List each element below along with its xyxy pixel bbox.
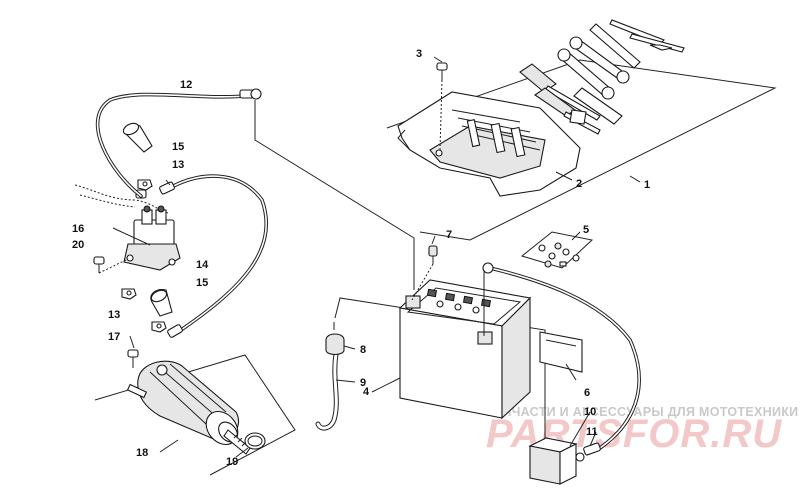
watermark-tagline: ЗАПЧАСТИ И АКСЕССУАРЫ ДЛЯ МОТОТЕХНИКИ <box>485 405 798 419</box>
callout-13-lower: 13 <box>108 309 120 321</box>
tools <box>519 19 685 135</box>
starter-cable-14 <box>159 174 269 338</box>
callout-12: 12 <box>180 79 192 91</box>
callout-9: 9 <box>360 377 366 389</box>
callout-14: 14 <box>196 259 209 271</box>
callout-4: 4 <box>363 386 370 398</box>
callout-17: 17 <box>108 331 120 343</box>
callout-20: 20 <box>72 239 84 251</box>
callout-18: 18 <box>136 447 148 459</box>
starter-solenoid <box>74 184 181 271</box>
terminal-boot-upper <box>122 122 153 153</box>
battery-label <box>539 331 583 373</box>
terminal-nut-starter <box>151 321 167 333</box>
starter-motor <box>94 354 296 476</box>
terminal-bolt <box>411 245 438 301</box>
terminal-boot-lower <box>150 289 173 317</box>
callout-11: 11 <box>586 426 598 438</box>
callout-13-upper: 13 <box>172 159 184 171</box>
terminal-nut-lower <box>121 288 137 300</box>
leader-lines <box>112 56 641 458</box>
callout-6: 6 <box>584 387 590 399</box>
callout-15-lower: 15 <box>196 277 208 289</box>
tool-tray <box>397 91 581 197</box>
battery-cable-12 <box>96 88 262 198</box>
callout-8: 8 <box>360 344 366 356</box>
solenoid-screw <box>93 256 127 274</box>
callout-15-upper: 15 <box>172 141 184 153</box>
ground-cable-10 <box>482 262 641 462</box>
starter-o-ring <box>244 432 266 450</box>
callout-5: 5 <box>583 224 589 236</box>
terminal-nut-upper <box>137 179 153 191</box>
callout-10: 10 <box>584 406 596 418</box>
tray-screw <box>436 62 448 151</box>
toolkit-bracket <box>386 59 777 241</box>
callout-3: 3 <box>416 48 422 60</box>
callout-1: 1 <box>644 179 650 191</box>
vent-tube <box>315 351 339 431</box>
starter-screw <box>127 349 139 368</box>
callout-19: 19 <box>226 456 238 468</box>
callouts: 1 2 3 4 5 6 7 8 9 10 11 12 13 13 14 15 1… <box>72 48 650 468</box>
callout-2: 2 <box>576 178 582 190</box>
battery <box>334 279 546 448</box>
vent-elbow <box>325 322 345 356</box>
callout-7: 7 <box>446 229 452 241</box>
tool-kit-group <box>386 19 777 241</box>
battery-pad <box>528 437 578 485</box>
battery-hardware-kit <box>520 231 594 269</box>
callout-16: 16 <box>72 223 84 235</box>
